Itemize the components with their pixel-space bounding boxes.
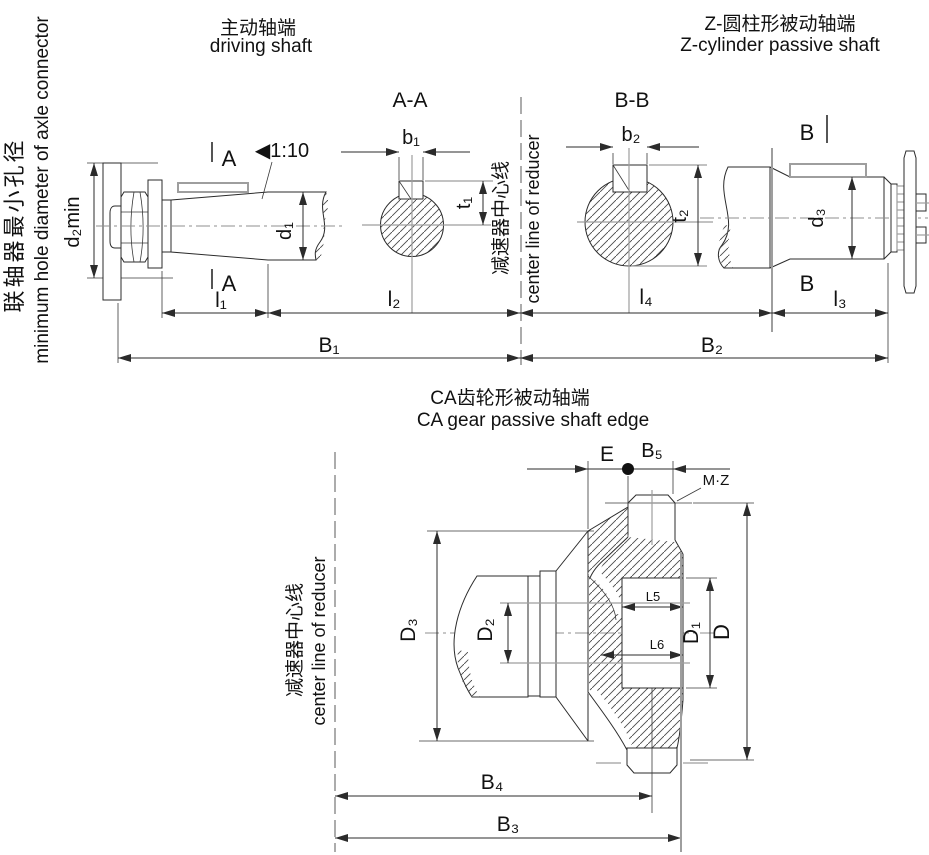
e-b5-dimensions: E B₅ M·Z	[527, 440, 730, 537]
keyway-a	[398, 180, 424, 200]
cut-mark-a-bottom: A	[222, 271, 237, 296]
spacer-ring	[527, 575, 541, 697]
z-shaft-key	[789, 163, 867, 178]
centerline-label-zh-top: 减速器中心线	[490, 161, 512, 275]
dim-l1-label: l₁	[215, 289, 227, 312]
collar	[539, 570, 557, 698]
section-b-b-title: B-B	[614, 89, 649, 112]
z-break-hatch	[718, 225, 733, 268]
dim-b1-label: b₁	[402, 127, 420, 149]
dim-l2-label: l₂	[388, 288, 401, 311]
gear-shaft-break-hatch	[457, 650, 480, 697]
section-view-b-b: B-B b₂ t₂	[566, 89, 713, 313]
ca-gear-title-en: CA gear passive shaft edge	[417, 410, 649, 431]
end-flange	[903, 150, 917, 294]
dim-l4-label: l₄	[639, 286, 652, 309]
length-dimensions: l₁ l₂ l₄ l₃ B₁ B₂	[117, 263, 889, 363]
ca-gear-drawing: CA齿轮形被动轴端 CA gear passive shaft edge 减速器…	[284, 387, 754, 852]
shaft-key	[177, 182, 249, 193]
z-shaft-view: d₃ B B	[700, 115, 929, 332]
keyway-b	[612, 164, 648, 193]
shaft-break-hatch	[315, 192, 329, 260]
taper-ratio-label: ◀1:10	[255, 140, 309, 162]
dim-B2-label: B₂	[701, 334, 723, 357]
dim-l3-label: l₃	[833, 288, 846, 311]
dim-B4-label: B₄	[481, 771, 504, 794]
coupling-min-bore-label-zh: 联轴器最小孔径	[2, 137, 27, 312]
dim-L6-label: L6	[650, 637, 664, 652]
coupling-min-bore-label-en: minimum hole diameter of axle connector	[32, 16, 53, 364]
coupling-min-bore-label: 联轴器最小孔径 minimum hole diameter of axle co…	[2, 16, 53, 364]
dim-d3-label: d₃	[806, 208, 828, 227]
dim-D3-label: D₃	[397, 618, 420, 642]
dim-B5-label: B₅	[641, 440, 662, 462]
dim-t2-label: t₂	[669, 209, 691, 222]
dim-L5-label: L5	[646, 589, 660, 604]
driving-shaft-title-zh: 主动轴端	[220, 17, 296, 39]
coupling-washer	[147, 179, 163, 269]
z-cylinder-title-zh: Z-圆柱形被动轴端	[705, 13, 856, 35]
z-cylinder-title-en: Z-cylinder passive shaft	[680, 35, 880, 56]
mark-e-label: E	[600, 443, 614, 466]
cut-mark-a-top: A	[222, 146, 237, 171]
b4-b3-dimensions: B₄ B₃	[335, 552, 682, 852]
dim-D2-label: D₂	[474, 618, 497, 641]
dim-d2min-label: d₂min	[62, 196, 84, 247]
dim-D-label: D	[709, 624, 734, 640]
gear-upper-hatch-left	[588, 507, 628, 578]
e-reference-dot	[622, 463, 634, 475]
reducer-centerline-top: 减速器中心线 center line of reducer	[490, 97, 543, 365]
cut-mark-b-top: B	[800, 120, 815, 145]
dim-D1-label: D₁	[680, 622, 703, 644]
section-view-a-a: A-A b₁ t₁	[341, 89, 493, 313]
dim-d1-label: d₁	[274, 222, 296, 240]
cut-mark-b-bottom: B	[800, 271, 815, 296]
centerline-label-zh-lower: 减速器中心线	[284, 583, 306, 697]
thread-mz-label: M·Z	[703, 472, 730, 489]
reducer-centerline-lower: 减速器中心线 center line of reducer	[284, 452, 336, 852]
ca-gear-title-zh: CA齿轮形被动轴端	[430, 387, 589, 409]
driving-shaft-title: 主动轴端 driving shaft	[210, 17, 313, 57]
coupling-nut	[120, 191, 149, 263]
centerline-label-en-lower: center line of reducer	[309, 556, 329, 725]
dim-b2-label: b₂	[622, 124, 641, 146]
top-drawing: 联轴器最小孔径 minimum hole diameter of axle co…	[2, 13, 929, 365]
gear-lower-hatch	[588, 688, 683, 748]
dim-t1-label: t₁	[453, 197, 475, 210]
section-a-a-title: A-A	[392, 89, 427, 112]
dim-B3-label: B₃	[497, 813, 520, 836]
dim-B1-label: B₁	[318, 334, 339, 357]
driving-shaft-title-en: driving shaft	[210, 36, 313, 57]
thread-stub	[109, 205, 122, 249]
driving-shaft-view: d₂min d₁ ◀1:10 A	[62, 140, 344, 301]
gear-hub-section	[621, 577, 684, 689]
centerline-label-en-top: center line of reducer	[523, 134, 543, 303]
z-cylinder-title: Z-圆柱形被动轴端 Z-cylinder passive shaft	[680, 13, 880, 56]
ca-gear-title: CA齿轮形被动轴端 CA gear passive shaft edge	[417, 387, 649, 431]
